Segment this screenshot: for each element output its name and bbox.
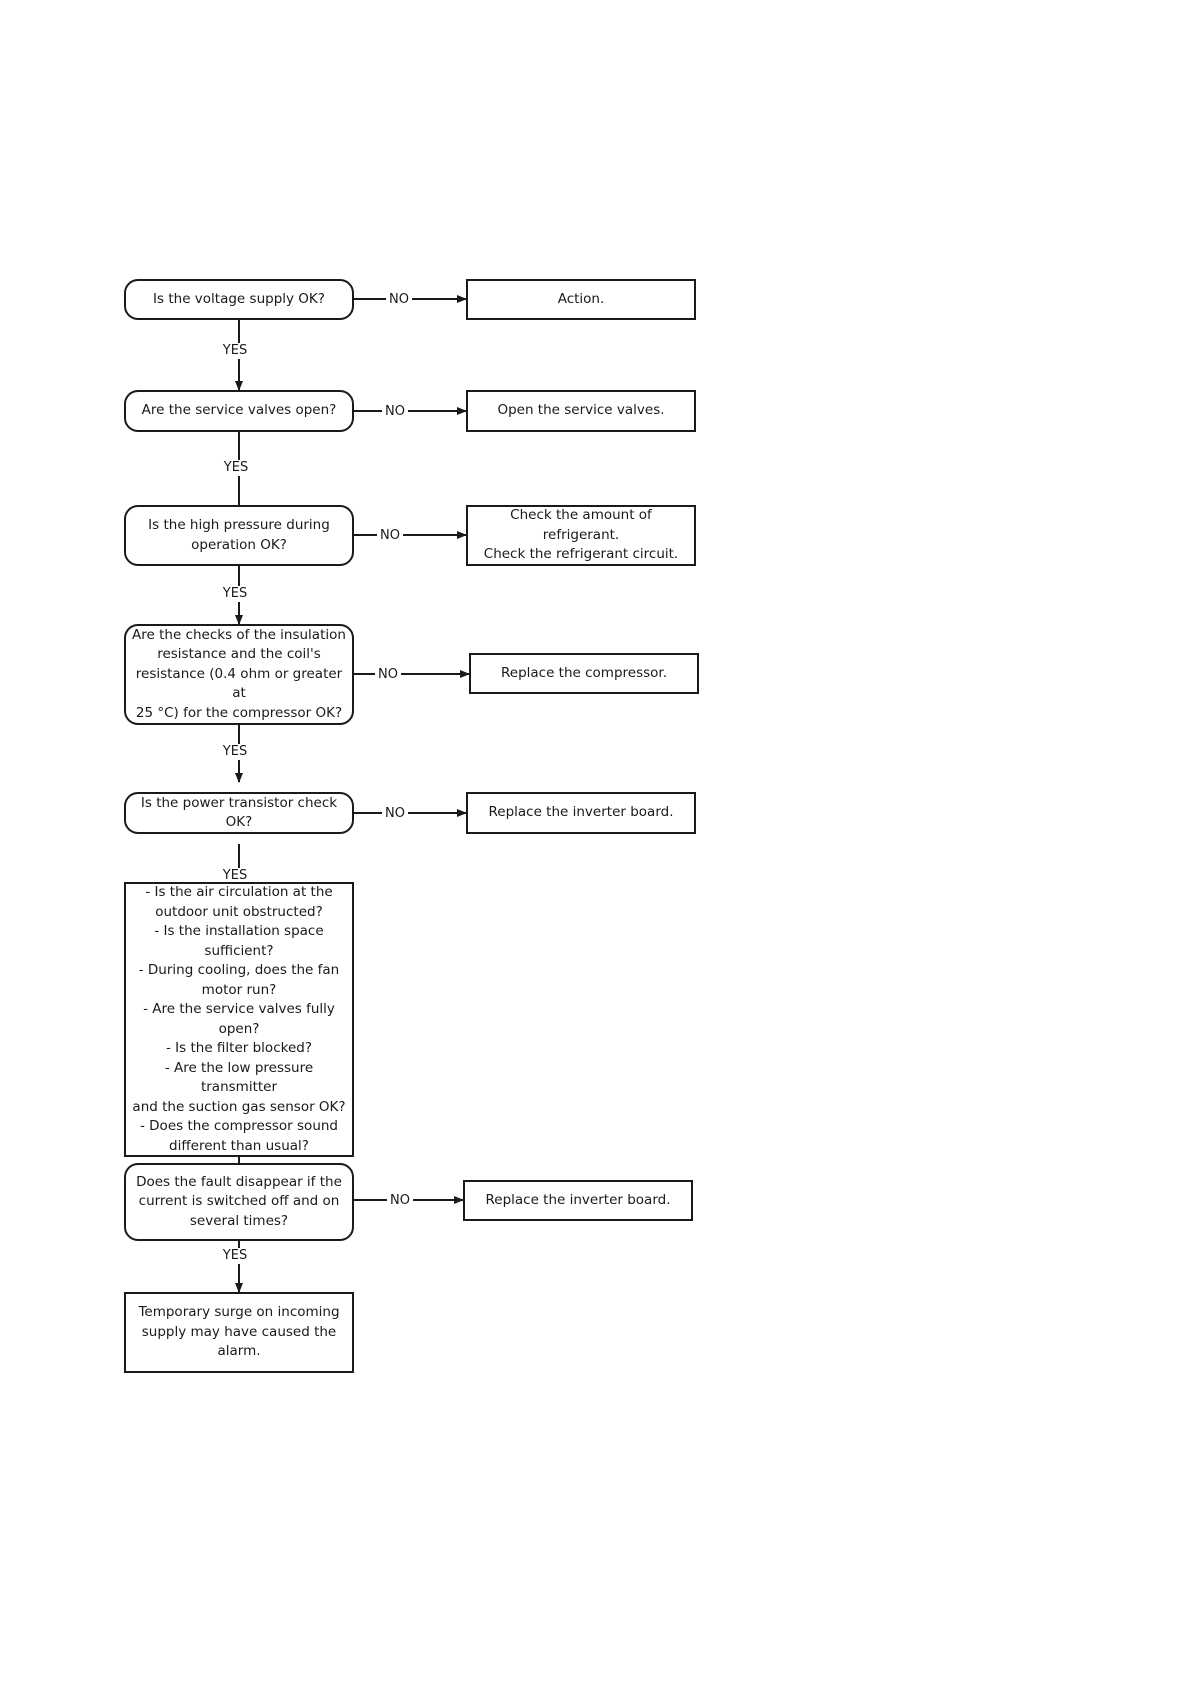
action-box-1: Action. [466,279,696,320]
yes-label-4: YES [219,744,251,760]
yes-label-2: YES [220,460,252,476]
action-box-2: Open the service valves. [466,390,696,432]
no-label-5: NO [382,806,408,822]
no-label-2: NO [382,404,408,420]
yes-label-5: YES [219,868,251,884]
decision-voltage-supply: Is the voltage supply OK? [124,279,354,320]
decision-high-pressure: Is the high pressure during operation OK… [124,505,354,566]
checklist-box: - Is the air circulation at the outdoor … [124,882,354,1157]
action-box-6: Replace the inverter board. [463,1180,693,1221]
conclusion-box: Temporary surge on incoming supply may h… [124,1292,354,1373]
action-box-4: Replace the compressor. [469,653,699,694]
no-label-3: NO [377,528,403,544]
action-box-3: Check the amount of refrigerant. Check t… [466,505,696,566]
yes-label-6: YES [219,1248,251,1264]
decision-service-valves: Are the service valves open? [124,390,354,432]
decision-power-transistor: Is the power transistor check OK? [124,792,354,834]
no-label-1: NO [386,292,412,308]
yes-label-3: YES [219,586,251,602]
no-label-4: NO [375,667,401,683]
decision-fault-disappear: Does the fault disappear if the current … [124,1163,354,1241]
no-label-6: NO [387,1193,413,1209]
action-box-5: Replace the inverter board. [466,792,696,834]
yes-label-1: YES [219,343,251,359]
decision-insulation-resistance: Are the checks of the insulation resista… [124,624,354,725]
